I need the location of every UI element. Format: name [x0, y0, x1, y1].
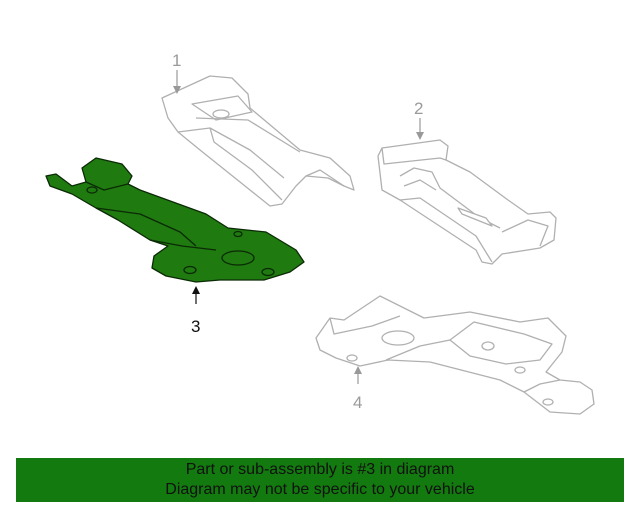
- banner-line-2: Diagram may not be specific to your vehi…: [165, 481, 475, 498]
- info-banner: Part or sub-assembly is #3 in diagram Di…: [16, 458, 624, 502]
- part-1-bracket[interactable]: [161, 75, 355, 207]
- callout-1: 1: [172, 51, 181, 70]
- part-4-crossmember[interactable]: [315, 295, 595, 415]
- callout-4: 4: [353, 393, 362, 412]
- leader-arrow-4: [354, 366, 362, 374]
- leader-arrow-2: [416, 132, 424, 140]
- callout-2: 2: [414, 99, 423, 118]
- leader-arrow-3: [192, 286, 200, 294]
- part-2-mount[interactable]: [377, 139, 557, 265]
- callout-3: 3: [191, 317, 200, 336]
- banner-line-1: Part or sub-assembly is #3 in diagram: [185, 461, 455, 478]
- leader-arrow-1: [173, 86, 181, 94]
- part-3-skid-plate[interactable]: [45, 157, 305, 283]
